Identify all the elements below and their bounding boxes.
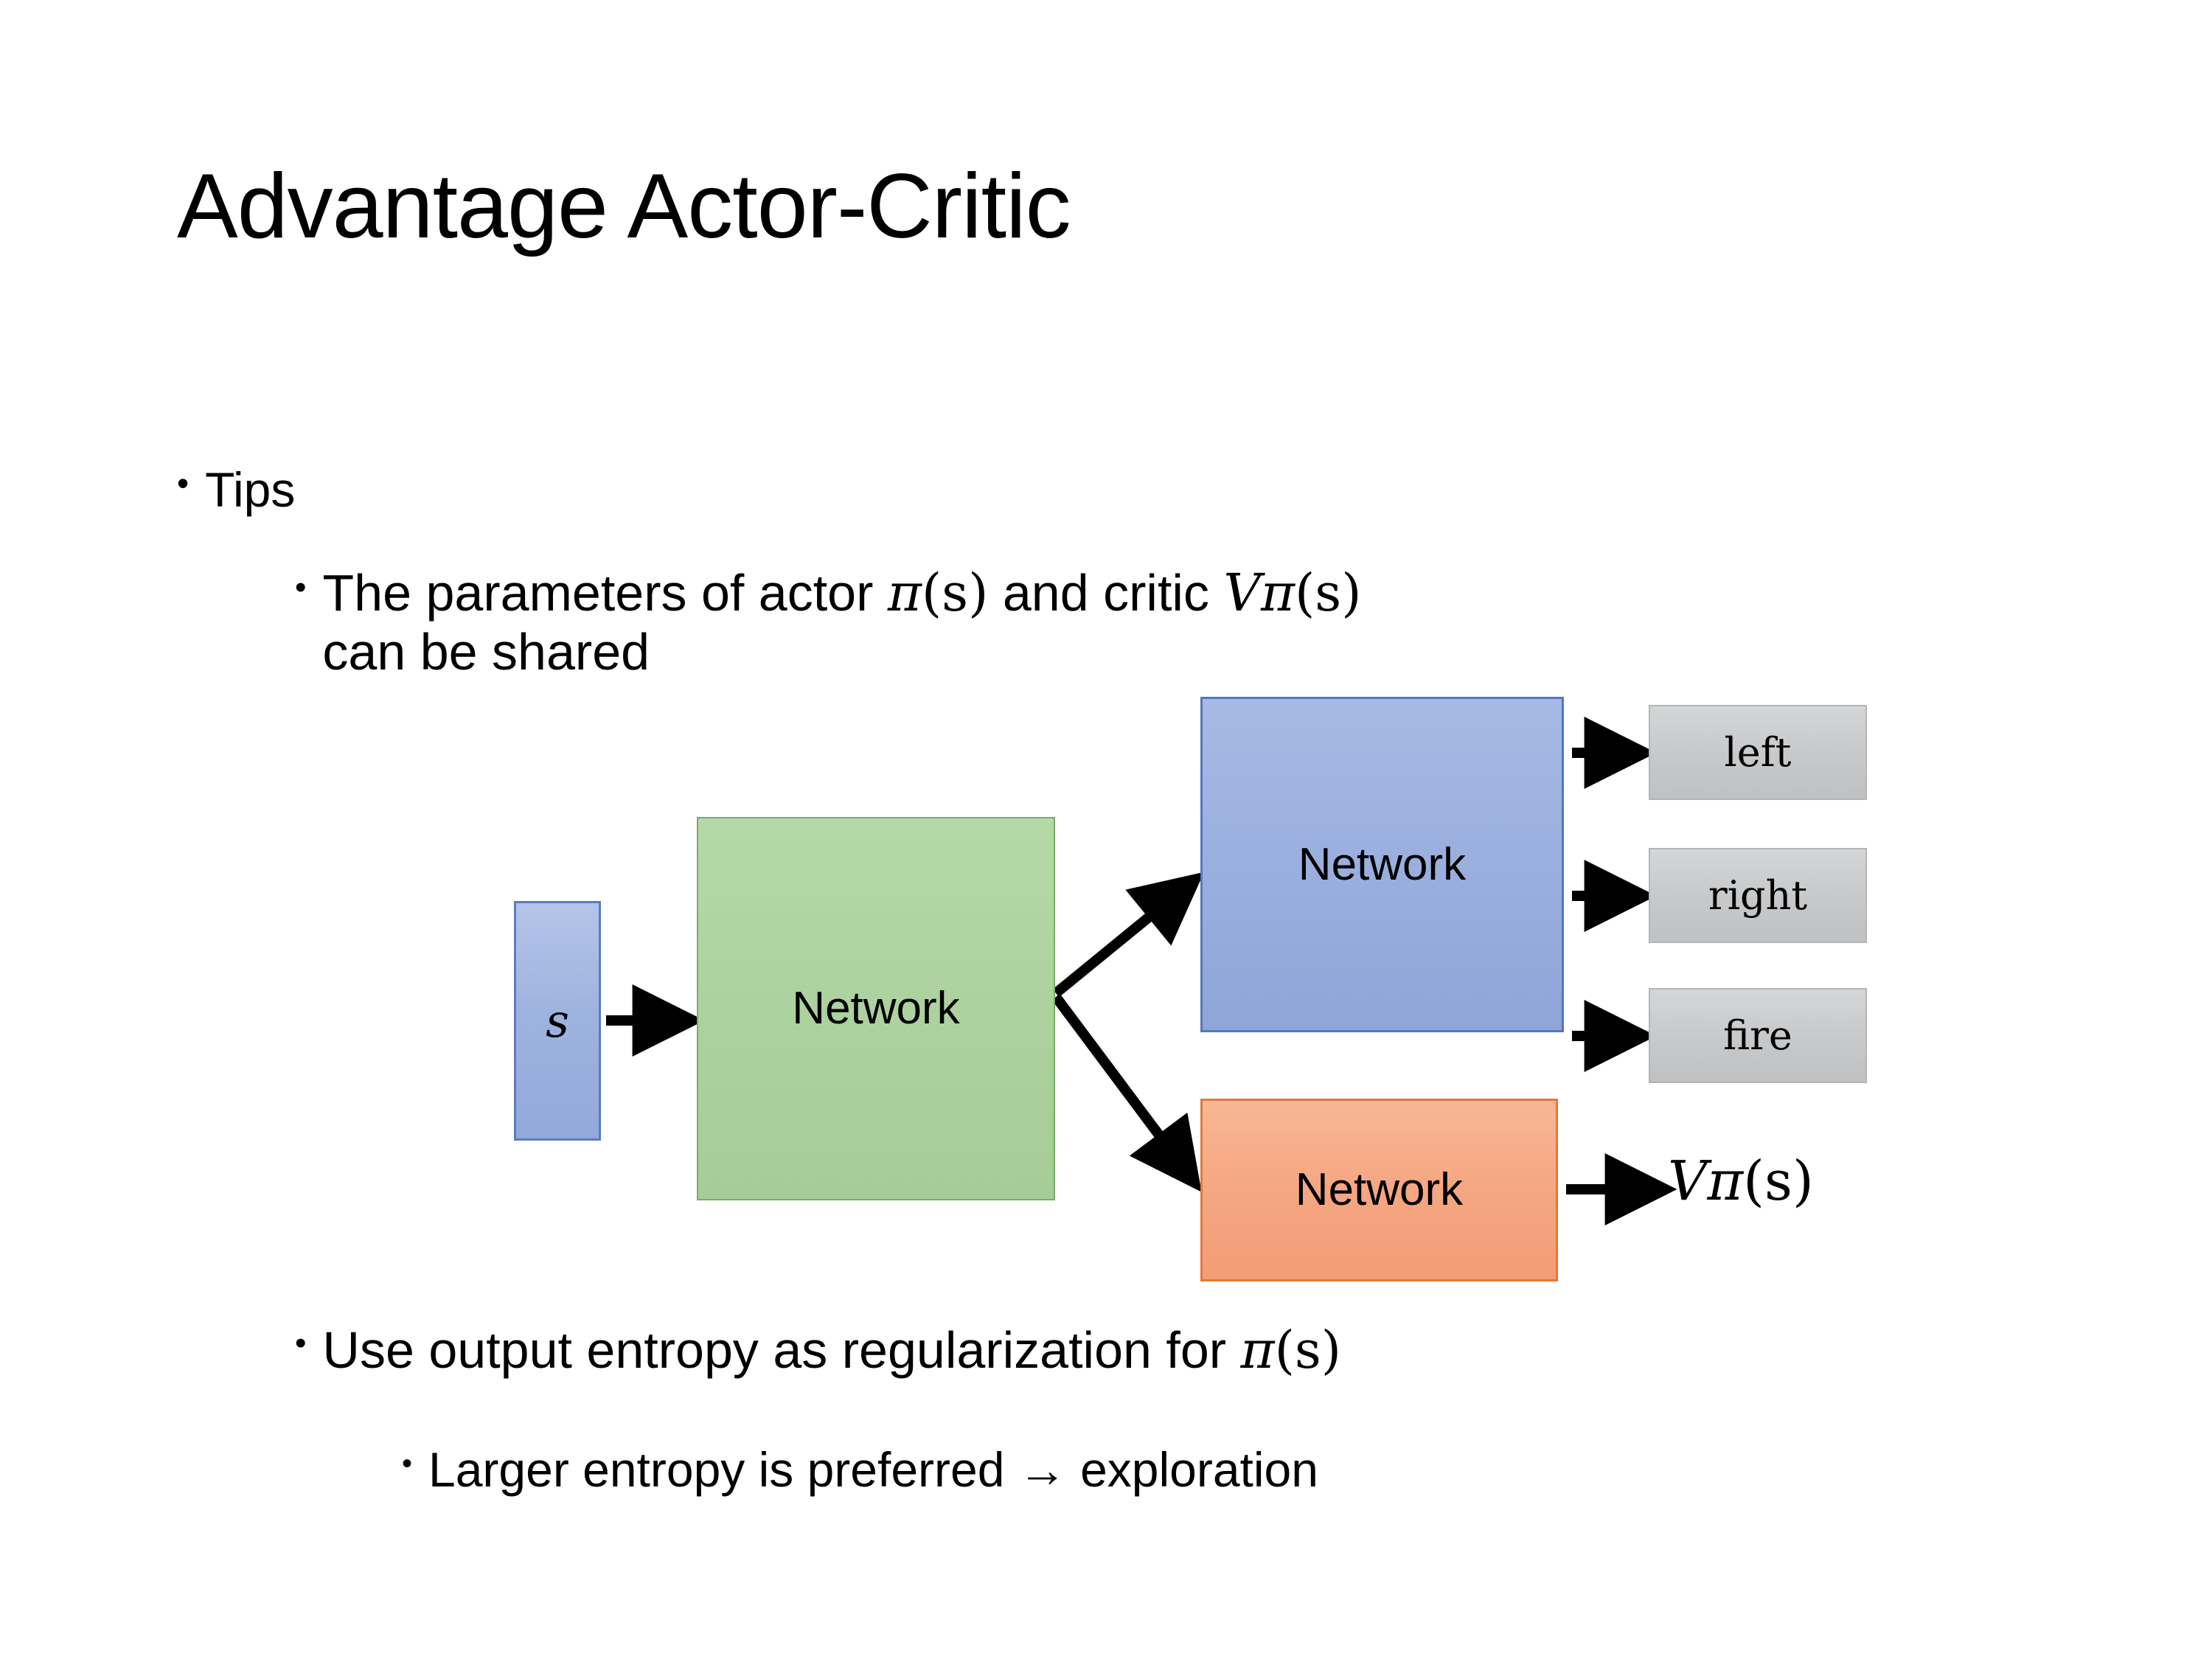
bullet-larger-label: Larger entropy is preferred → exploratio… [428, 1442, 1318, 1497]
bullet-shared-part1: The parameters of actor [322, 564, 888, 622]
bullet-marker-icon: • [295, 1325, 307, 1361]
math-v-critic-superscript: π [1260, 563, 1295, 623]
math-pi-entropy-arg: (s) [1274, 1320, 1342, 1380]
bullet-shared-parameters: • The parameters of actor π(s) and criti… [295, 563, 1917, 682]
math-pi-actor: π [887, 563, 922, 623]
state-input-label: s [546, 993, 569, 1048]
math-pi-actor-arg: (s) [921, 563, 989, 623]
shared-network-box[interactable]: Network [697, 817, 1055, 1200]
bullet-shared-label: The parameters of actor π(s) and critic … [322, 563, 1362, 682]
shared-network-label: Network [792, 983, 960, 1034]
bullet-tips-label: Tips [205, 462, 296, 517]
math-pi-entropy: π [1240, 1320, 1275, 1380]
action-output-right[interactable]: right [1649, 848, 1867, 943]
actor-network-box[interactable]: Network [1200, 697, 1564, 1032]
value-output-superscript: π [1707, 1150, 1744, 1213]
math-v-critic-arg: (s) [1295, 563, 1362, 623]
bullet-marker-icon: • [177, 464, 189, 502]
bullet-tips: • Tips [177, 462, 295, 518]
bullet-marker-icon: • [295, 569, 307, 605]
bullet-entropy-part1: Use output entropy as regularization for [322, 1321, 1241, 1379]
value-output-v: V [1668, 1150, 1708, 1213]
bullet-shared-line2: can be shared [322, 622, 650, 681]
state-input-box[interactable]: s [514, 901, 601, 1141]
bullet-entropy-regularization: • Use output entropy as regularization f… [295, 1320, 1341, 1380]
action-output-left[interactable]: left [1649, 705, 1867, 800]
action-output-fire-label: fire [1723, 1012, 1792, 1059]
critic-network-box[interactable]: Network [1200, 1099, 1558, 1281]
math-v-critic: V [1223, 563, 1261, 623]
page-title: Advantage Actor-Critic [177, 156, 1071, 257]
arrow-shared-to-actor [1052, 872, 1205, 998]
bullet-entropy-label: Use output entropy as regularization for… [322, 1320, 1341, 1380]
arrow-shared-to-critic [1051, 993, 1202, 1192]
action-output-fire[interactable]: fire [1649, 988, 1867, 1083]
action-output-right-label: right [1708, 872, 1808, 919]
bullet-shared-part2: and critic [988, 564, 1224, 622]
bullet-larger-entropy: • Larger entropy is preferred → explorat… [402, 1441, 1318, 1498]
value-output-label: Vπ(s) [1668, 1154, 1814, 1208]
action-output-left-label: left [1724, 728, 1792, 776]
critic-network-label: Network [1295, 1164, 1464, 1215]
bullet-marker-icon: • [402, 1447, 413, 1480]
value-output-arg: (s) [1743, 1150, 1814, 1213]
actor-network-label: Network [1298, 838, 1467, 890]
